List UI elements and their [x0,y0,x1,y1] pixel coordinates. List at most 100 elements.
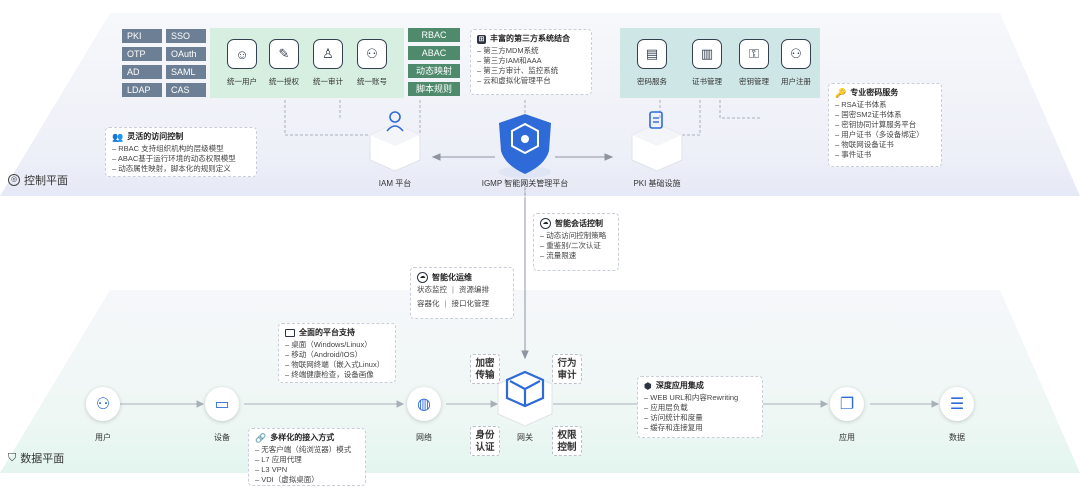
behavior-audit-badge: 行为审计 [552,354,582,384]
integration-icon: ⊞ [477,34,486,44]
list-item: 无客户端（纯浏览器）模式 [255,445,359,455]
data-plane-title: ⛉ 数据平面 [8,450,64,466]
iam-function-label: 统一用户 [227,77,257,86]
node-label-device: 设备 [214,433,230,442]
crypto-service-card: 🔑专业密码服务 RSA证书体系 国密SM2证书体系 密钥协同计算服务平台 用户证… [828,83,942,167]
list-item: 移动（Android/IOS） [285,350,389,360]
app-integration-card: ⬢深度应用集成 WEB URL和内容Rewriting 应用层负载 访问统计和度… [637,376,763,438]
list-item: 应用层负载 [644,403,756,413]
encrypted-transport-badge: 加密传输 [470,354,500,384]
control-plane-title: ◎ 控制平面 [8,172,68,188]
list-item: RSA证书体系 [835,100,935,110]
policy-tag-script-rule: 脚本规则 [408,82,460,96]
cloud-icon: ☁ [540,218,551,229]
ops-item: 资源编排 [458,285,489,294]
access-modes-title: 多样化的接入方式 [270,433,335,442]
iam-function-label: 统一授权 [269,77,299,86]
crypto-service-icon: ▤ [637,39,667,69]
iam-function-panel: ☺ ✎ ♙ ⚇ 统一用户 统一授权 统一审计 统一账号 [210,28,404,98]
unified-user-icon: ☺ [227,39,257,69]
data-plane-label: 数据平面 [20,453,65,465]
pki-function-label: 密钥管理 [739,77,769,86]
list-item: 第三方MDM系统 [477,46,585,56]
ops-item: 接口化管理 [451,299,489,308]
policy-tag-abac: ABAC [408,46,460,60]
list-item: 访问统计和度量 [644,413,756,423]
list-item: RBAC 支持组织机构的层级模型 [112,144,250,154]
list-item: L3 VPN [255,465,359,475]
pki-infrastructure-label: PKI 基础设施 [633,179,681,188]
protocol-tag-pki: PKI [122,29,162,43]
cloud-icon: ☁ [417,272,428,283]
iam-function-label: 统一审计 [313,77,343,86]
list-item: 物联网终端（嵌入式Linux） [285,360,389,370]
unified-account-icon: ⚇ [357,39,387,69]
list-item: 重鉴别/二次认证 [540,241,612,251]
ops-card: ☁智能化运维 状态监控|资源编排 容器化|接口化管理 [410,267,514,319]
third-party-title: 丰富的第三方系统结合 [490,34,570,43]
list-item: 事件证书 [835,150,935,160]
ops-item: 状态监控 [417,285,447,294]
list-item: 密钥协同计算服务平台 [835,120,935,130]
node-label-application: 应用 [839,433,855,442]
access-modes-card: 🔗多样化的接入方式 无客户端（纯浏览器）模式 L7 应用代理 L3 VPN VD… [248,428,366,486]
protocol-tag-saml: SAML [166,65,206,79]
access-control-title: 灵活的访问控制 [127,132,184,141]
policy-tag-dynamic-mapping: 动态映射 [408,64,460,78]
unified-authorization-icon: ✎ [269,39,299,69]
iam-function-label: 统一账号 [357,77,387,86]
list-item: VDI（虚拟桌面） [255,475,359,485]
policy-tag-rbac: RBAC [408,28,460,42]
list-item: 第三方IAM和AAA [477,56,585,66]
pki-function-panel: ▤ ▥ ⚿ ⚇ 密码服务 证书管理 密钥管理 用户注册 [620,28,820,98]
pki-block [631,111,683,172]
third-party-card: ⊞ 丰富的第三方系统结合 第三方MDM系统 第三方IAM和AAA 第三方审计、监控… [470,29,592,95]
platform-support-card: 全面的平台支持 桌面（Windows/Linux） 移动（Android/IOS… [278,323,396,383]
unified-audit-icon: ♙ [313,39,343,69]
session-control-card: ☁ 智能会话控制 动态访问控制策略 重鉴别/二次认证 流量限速 [533,213,619,271]
cube-icon: ⬢ [644,381,652,391]
protocol-tag-oauth: OAuth [166,47,206,61]
control-plane-label: 控制平面 [24,175,68,187]
protocol-tag-ad: AD [122,65,162,79]
list-item: 动态属性映射，脚本化的规则定义 [112,164,250,174]
node-label-user: 用户 [95,433,111,442]
users-icon: 👥 [112,132,124,142]
crypto-service-title: 专业密码服务 [850,88,899,97]
application-icon: ❐ [830,387,864,421]
access-control-card: 👥灵活的访问控制 RBAC 支持组织机构的层级模型 ABAC基于运行环境的动态权… [105,127,257,177]
node-label-gateway: 网关 [517,433,533,442]
list-item: 第三方审计、监控系统 [477,66,585,76]
list-item: 流量限速 [540,251,612,261]
key-icon: 🔑 [835,88,847,98]
list-item: 终端健康检查，设备画像 [285,370,389,380]
list-item: 桌面（Windows/Linux） [285,340,389,350]
database-icon: ☰ [940,387,974,421]
list-item: 动态访问控制策略 [540,231,612,241]
session-control-title: 智能会话控制 [555,218,603,228]
list-item: WEB URL和内容Rewriting [644,393,756,403]
link-icon: 🔗 [255,433,267,443]
app-integration-title: 深度应用集成 [655,381,704,390]
device-icon: ▭ [205,387,239,421]
target-icon: ◎ [8,174,20,186]
list-item: L7 应用代理 [255,455,359,465]
devices-icon [285,329,295,337]
control-arrows [431,153,614,360]
node-label-data: 数据 [949,433,965,442]
gateway-cube [497,370,553,427]
protocol-tag-ldap: LDAP [122,83,162,97]
igmp-shield [499,114,551,178]
list-item: 用户证书（多设备绑定） [835,130,935,140]
shield-icon: ⛉ [8,451,17,464]
igmp-platform-label: IGMP 智能网关管理平台 [481,179,569,188]
pki-function-label: 密码服务 [637,77,667,86]
key-icon: ⚿ [739,39,769,69]
protocol-tag-cas: CAS [166,83,206,97]
users-icon: ⚇ [86,387,120,421]
list-item: 缓存和连接复用 [644,423,756,433]
network-icon: ◍ [407,387,441,421]
ops-item: 容器化 [417,299,440,308]
node-label-network: 网络 [416,433,432,442]
ops-title: 智能化运维 [432,272,472,282]
